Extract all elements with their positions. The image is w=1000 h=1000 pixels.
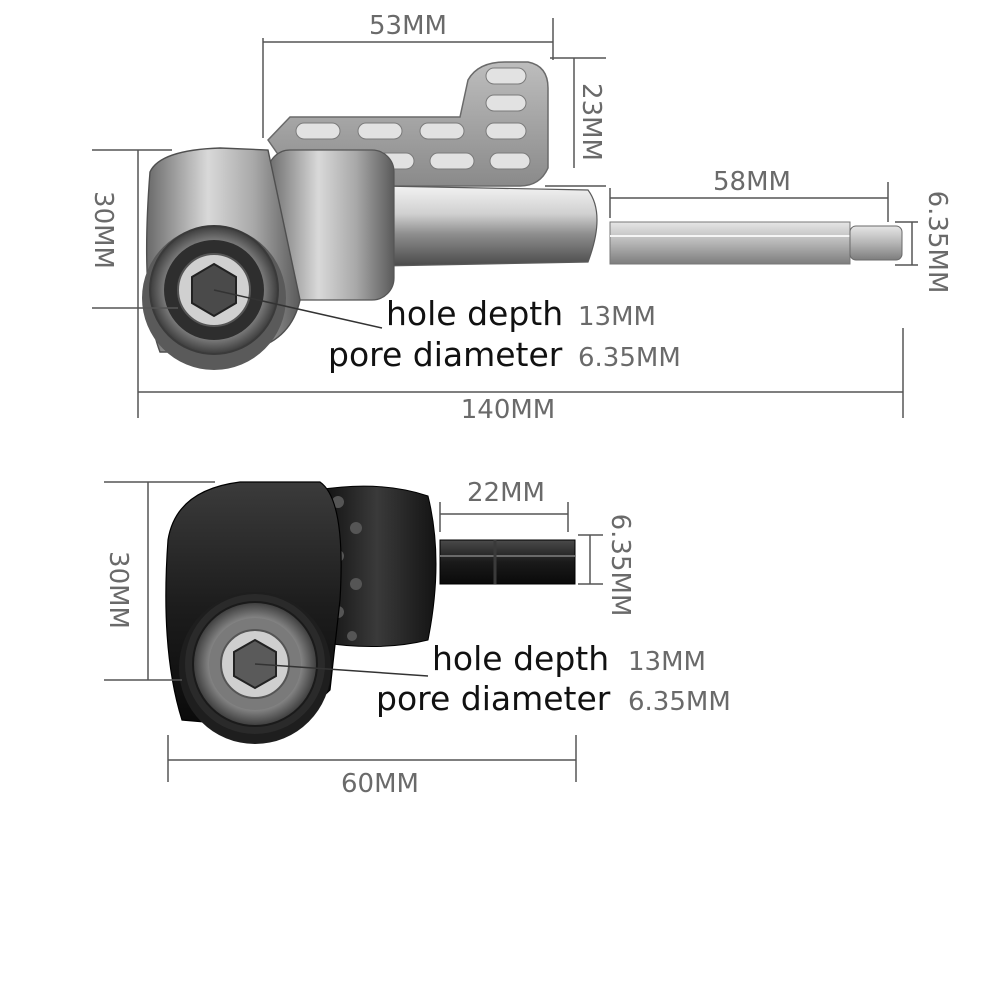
bottom-dimension-lines [104,481,603,782]
bottom-dimension-text: 22MM 6.35MM 30MM 60MM hole depth 13MM po… [103,478,731,799]
bottom-hole-depth-label: hole depth [432,639,609,678]
bottom-head-height-label: 30MM [103,551,133,629]
top-total-length-label: 140MM [461,395,556,425]
bottom-shank-hex-label: 6.35MM [605,514,635,617]
bottom-pore-diameter-label: pore diameter [376,679,611,718]
top-shank-length-label: 58MM [713,167,791,197]
bottom-knurled-collar [317,485,437,648]
top-hex-shank [609,221,903,265]
top-pore-diameter-label: pore diameter [328,335,563,374]
top-plate-height-label: 23MM [576,83,606,161]
top-pore-diameter-value: 6.35MM [578,343,681,373]
bottom-pore-diameter-value: 6.35MM [628,687,731,717]
bottom-hex-shank [439,539,576,585]
top-dimension-text: 53MM 23MM 58MM 6.35MM 30MM 140MM hole de… [88,11,952,425]
top-hole-depth-label: hole depth [386,294,563,333]
bottom-hole-depth-value: 13MM [628,647,706,677]
top-socket-bearing [142,225,286,370]
bottom-total-length-label: 60MM [341,769,419,799]
top-head-height-label: 30MM [88,191,118,269]
top-plate-width-label: 53MM [369,11,447,41]
bottom-adapter [165,481,576,744]
top-dimension-lines [92,18,918,418]
top-hole-depth-value: 13MM [578,302,656,332]
top-body-sleeve [379,185,598,267]
top-shank-hex-label: 6.35MM [922,191,952,294]
bottom-shank-length-label: 22MM [467,478,545,508]
